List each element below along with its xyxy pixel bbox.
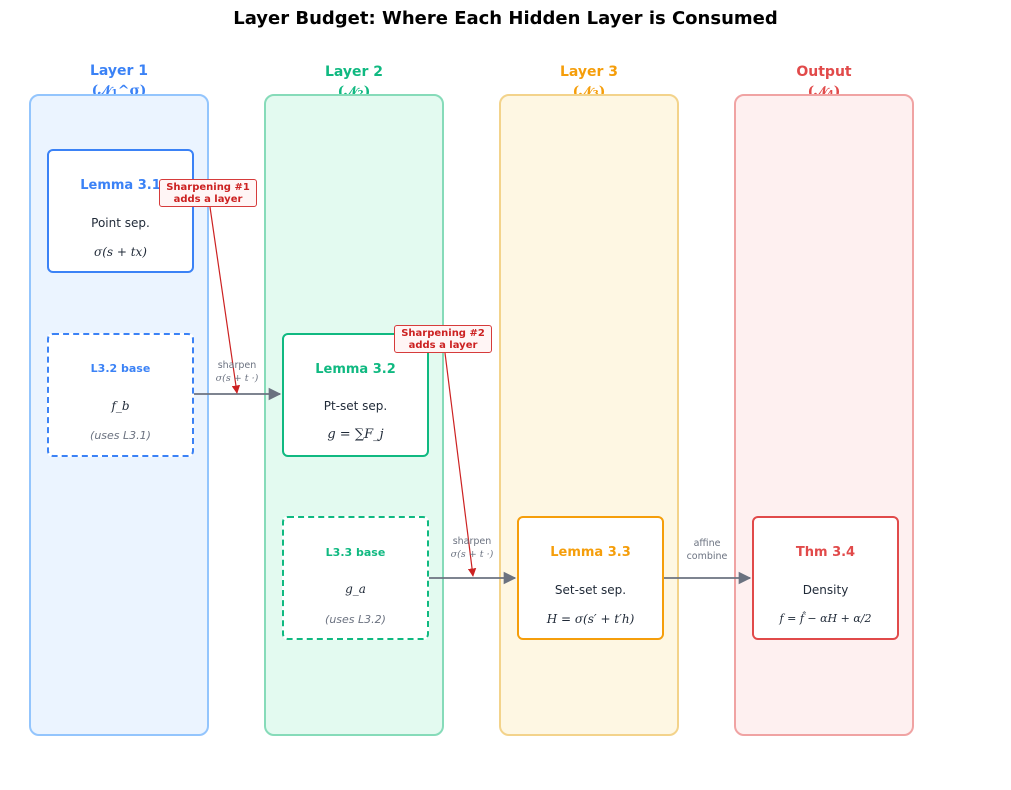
callout-text: adds a layer xyxy=(173,194,243,205)
callout-text: adds a layer xyxy=(408,340,478,351)
card-formula: σ(s + tx) xyxy=(94,245,147,259)
edge-label-text-2: combine xyxy=(686,551,728,562)
card-title: Thm 3.4 xyxy=(795,545,856,560)
callout-title: Sharpening #1 xyxy=(166,182,250,193)
sharpening-callout-1: Sharpening #1 adds a layer xyxy=(159,179,257,207)
lemma-3-2-card[interactable]: Lemma 3.2 Pt-set sep. g = ∑F_j xyxy=(282,333,429,457)
card-description: Pt-set sep. xyxy=(323,399,388,413)
column-title: Layer 1 xyxy=(89,63,149,79)
card-description: Density xyxy=(802,583,849,597)
l3-3-base-card[interactable]: L3.3 base g_a (uses L3.2) xyxy=(282,516,429,640)
card-title: L3.2 base xyxy=(90,362,151,375)
lemma-3-3-card[interactable]: Lemma 3.3 Set-set sep. H = σ(s′ + t′h) xyxy=(517,516,664,640)
card-note: (uses L3.2) xyxy=(325,613,386,626)
sharpening-callout-2: Sharpening #2 adds a layer xyxy=(394,325,492,353)
edge-label-text: sharpen xyxy=(217,360,257,371)
callout-pointer-2 xyxy=(444,352,477,577)
edge-label-formula: σ(s + t ·) xyxy=(450,549,494,560)
card-formula: g = ∑F_j xyxy=(327,427,384,442)
card-formula: f = f̂ − αH + α/2 xyxy=(779,612,872,625)
column-title: Output xyxy=(796,64,852,80)
diagram-title: Layer Budget: Where Each Hidden Layer is… xyxy=(233,8,778,29)
edge-label-formula: σ(s + t ·) xyxy=(215,373,259,384)
lemma-3-1-card[interactable]: Lemma 3.1 Point sep. σ(s + tx) xyxy=(47,149,194,273)
sharpen-label-1: sharpen σ(s + t ·) xyxy=(192,359,282,385)
card-description: Point sep. xyxy=(91,216,150,230)
callout-title: Sharpening #2 xyxy=(401,328,485,339)
card-title: Lemma 3.1 xyxy=(80,178,161,193)
card-note: (uses L3.1) xyxy=(90,429,151,442)
card-formula: H = σ(s′ + t′h) xyxy=(546,612,635,626)
card-description: Set-set sep. xyxy=(554,583,627,597)
l3-2-base-card[interactable]: L3.2 base f_b (uses L3.1) xyxy=(47,333,194,457)
sharpen-label-2: sharpen σ(s + t ·) xyxy=(427,535,517,561)
column-title: Layer 3 xyxy=(559,64,619,80)
column-title: Layer 2 xyxy=(324,64,384,80)
card-formula: g_a xyxy=(345,582,366,596)
card-title: Lemma 3.2 xyxy=(315,362,396,377)
edge-label-text: sharpen xyxy=(452,536,492,547)
theorem-3-4-card[interactable]: Thm 3.4 Density f = f̂ − αH + α/2 xyxy=(752,516,899,640)
card-title: L3.3 base xyxy=(325,546,386,559)
card-formula: f_b xyxy=(111,399,130,413)
card-title: Lemma 3.3 xyxy=(550,545,631,560)
edge-label-text: affine xyxy=(693,538,721,549)
affine-label: affine combine xyxy=(662,537,752,563)
callout-pointer-1 xyxy=(209,206,241,394)
